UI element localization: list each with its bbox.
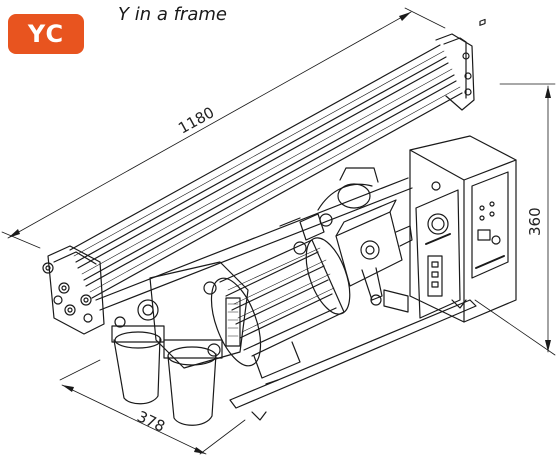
model-badge-label: YC [27, 20, 65, 48]
prefilter-housings [111, 261, 249, 426]
control-box [409, 18, 517, 323]
electric-motor [210, 237, 351, 385]
dimension-height: 360 [474, 83, 556, 356]
high-pressure-pump [335, 199, 413, 306]
dimension-depth: 378 [59, 359, 246, 455]
dimension-length: 1180 [1, 7, 446, 249]
pipe-assembly [279, 167, 409, 313]
base-frame [95, 177, 477, 421]
dimension-height-label: 360 [526, 207, 544, 236]
dimension-depth-label: 378 [134, 407, 168, 435]
membrane-vessels [42, 33, 475, 335]
model-subtitle: Y in a frame [118, 4, 227, 25]
model-badge: YC [8, 14, 84, 54]
